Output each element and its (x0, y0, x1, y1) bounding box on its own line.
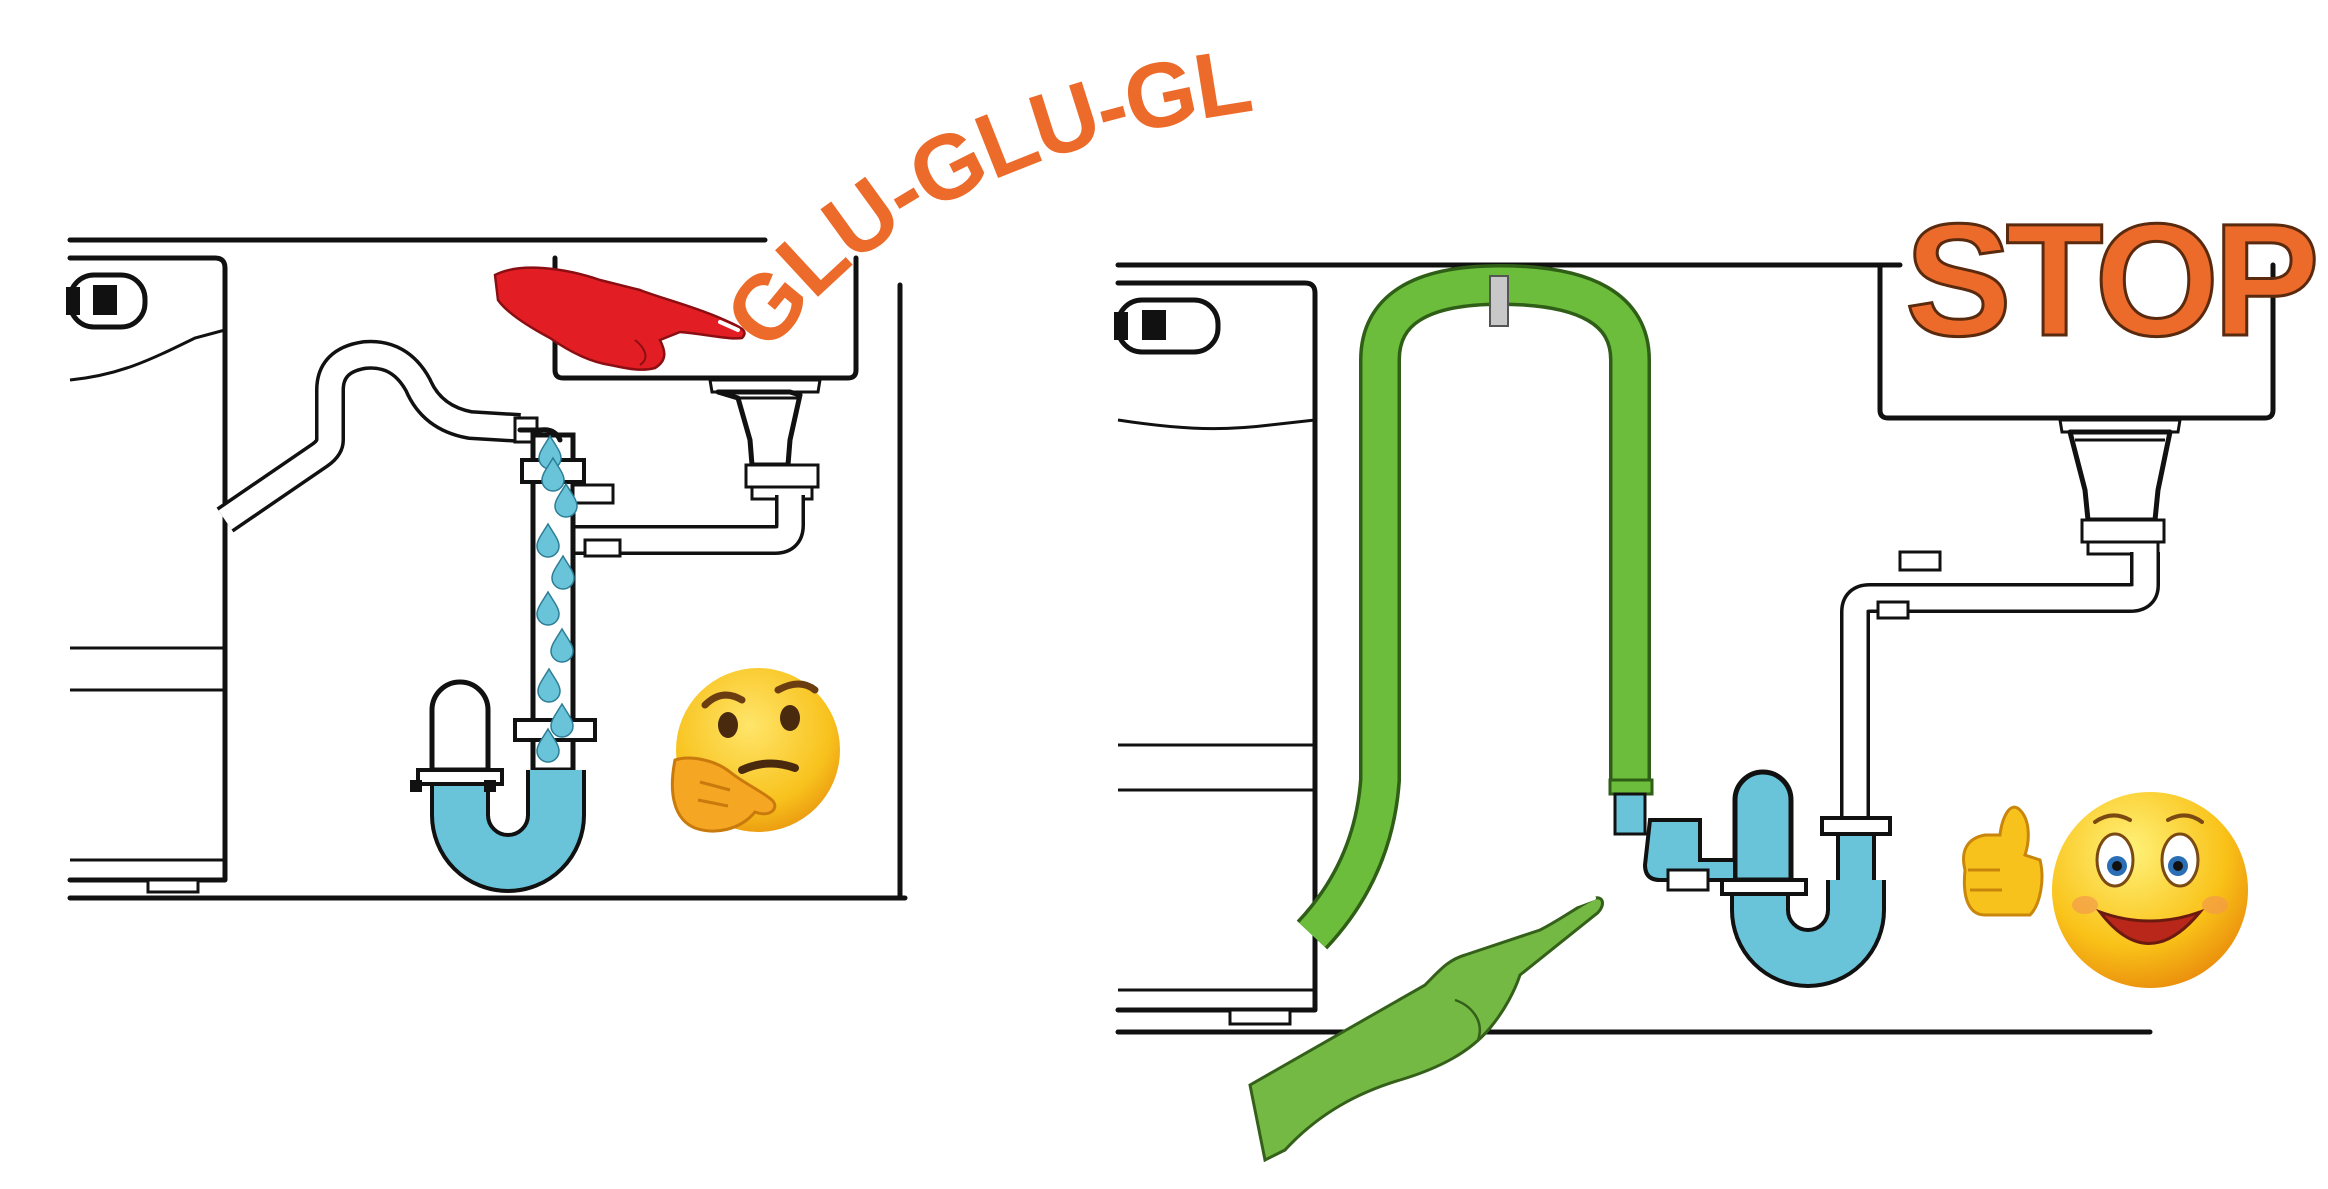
happy-face-icon (2052, 792, 2248, 988)
thumbs-up-icon (1962, 805, 2044, 917)
right-panel: STOP (1114, 189, 2323, 1163)
green-hose (1296, 264, 1654, 950)
left-u-trap (410, 679, 586, 893)
right-sink-basin (1877, 262, 2276, 556)
stop-label: STOP (1905, 190, 2315, 369)
left-dishwasher (66, 237, 768, 894)
pointing-hand-red-icon (493, 266, 746, 371)
thinking-face-icon (670, 668, 840, 833)
pointing-hand-green-icon (1248, 896, 1604, 1163)
left-panel: GLU-GLU-GLU-GLU-GLU (0, 0, 1259, 901)
left-sink-basin (552, 255, 859, 501)
right-u-trap (1642, 769, 1886, 988)
